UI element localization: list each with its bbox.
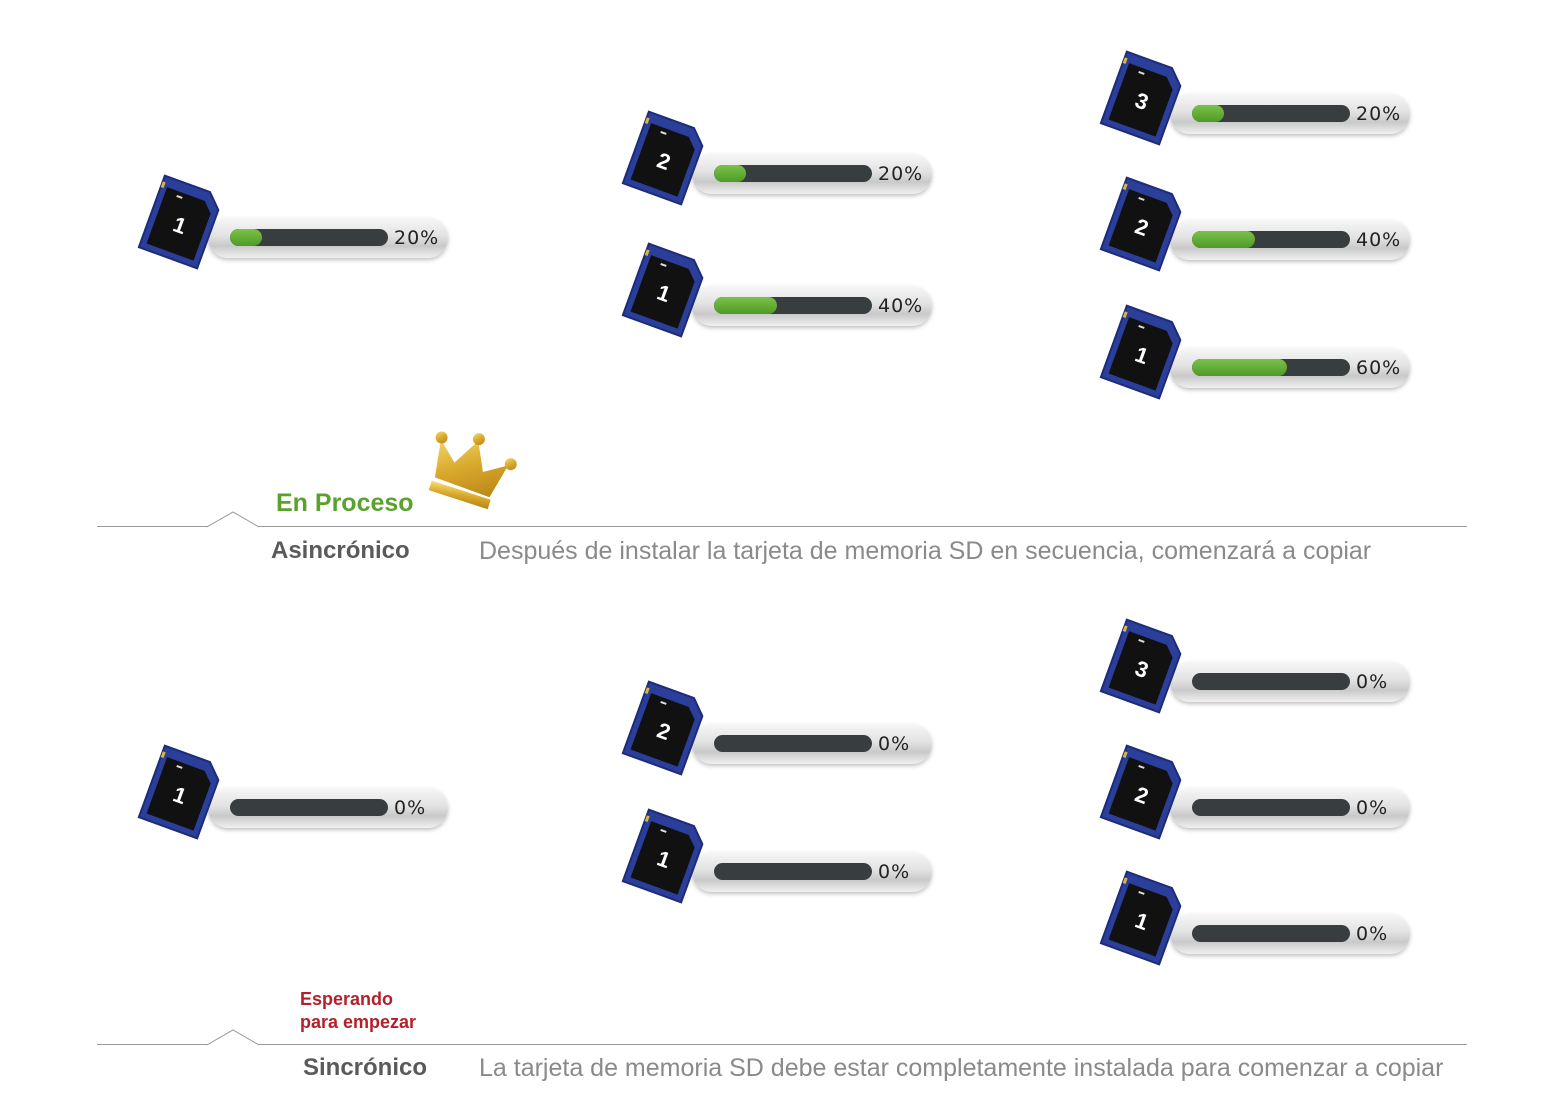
sd-card-icon: 3 [1096, 615, 1191, 718]
progress-bar [1192, 231, 1350, 248]
sd-card-number: 1 [653, 279, 674, 308]
progress-track: 20% [1170, 94, 1410, 134]
sync-divider-notch [207, 1029, 260, 1046]
progress-track: 20% [208, 218, 448, 258]
status-waiting-line1: Esperando [300, 989, 394, 1009]
async-divider-notch [207, 511, 260, 528]
progress-bar [714, 863, 872, 880]
status-in-process: En Proceso [276, 489, 414, 517]
progress-track: 0% [1170, 914, 1410, 954]
progress-fill [230, 229, 262, 246]
progress-percent: 0% [1356, 923, 1389, 945]
progress-percent: 0% [878, 861, 911, 883]
sd-card-icon: 2 [618, 107, 713, 210]
progress-track: 60% [1170, 348, 1410, 388]
sd-card-number: 2 [1131, 213, 1152, 242]
progress-percent: 20% [1356, 103, 1402, 125]
sd-card-number: 1 [169, 211, 190, 240]
sd-card-number: 1 [653, 845, 674, 874]
progress-fill [1192, 359, 1287, 376]
sd-card-icon: 1 [618, 239, 713, 342]
progress-bar [1192, 673, 1350, 690]
sd-card-icon: 1 [1096, 301, 1191, 404]
status-waiting: Esperando para empezar [300, 988, 416, 1034]
sync-mode-description: La tarjeta de memoria SD debe estar comp… [479, 1054, 1444, 1082]
progress-bar [1192, 799, 1350, 816]
progress-percent: 20% [394, 227, 440, 249]
progress-track: 40% [692, 286, 932, 326]
progress-bar [230, 799, 388, 816]
progress-percent: 60% [1356, 357, 1402, 379]
sd-card-number: 2 [653, 147, 674, 176]
sd-card-number: 3 [1131, 655, 1152, 684]
async-divider [97, 526, 1467, 527]
progress-percent: 0% [878, 733, 911, 755]
progress-bar [1192, 359, 1350, 376]
sd-card-number: 2 [1131, 781, 1152, 810]
sd-card-icon: 2 [1096, 173, 1191, 276]
progress-percent: 0% [1356, 671, 1389, 693]
sd-card-icon: 2 [618, 677, 713, 780]
sd-card-icon: 2 [1096, 741, 1191, 844]
sd-card-number: 2 [653, 717, 674, 746]
sd-card-number: 1 [1131, 907, 1152, 936]
progress-bar [230, 229, 388, 246]
sync-mode-label: Sincrónico [303, 1054, 428, 1081]
progress-bar [714, 297, 872, 314]
sd-card-icon: 1 [1096, 867, 1191, 970]
progress-track: 40% [1170, 220, 1410, 260]
crown-icon [420, 428, 520, 523]
progress-fill [1192, 231, 1256, 248]
progress-bar [1192, 925, 1350, 942]
progress-track: 0% [208, 788, 448, 828]
status-waiting-line2: para empezar [300, 1012, 417, 1032]
sd-card-number: 1 [1131, 341, 1152, 370]
progress-fill [714, 165, 746, 182]
progress-track: 0% [1170, 662, 1410, 702]
progress-percent: 0% [1356, 797, 1389, 819]
sd-card-icon: 1 [618, 805, 713, 908]
sd-card-number: 1 [169, 781, 190, 810]
async-mode-description: Después de instalar la tarjeta de memori… [479, 537, 1372, 565]
progress-fill [1192, 105, 1224, 122]
progress-track: 20% [692, 154, 932, 194]
async-mode-label: Asincrónico [271, 537, 410, 564]
sd-card-number: 3 [1131, 87, 1152, 116]
progress-percent: 40% [878, 295, 924, 317]
sd-card-icon: 1 [134, 741, 229, 844]
sd-card-icon: 3 [1096, 47, 1191, 150]
progress-bar [714, 165, 872, 182]
sync-divider [97, 1044, 1467, 1045]
progress-percent: 20% [878, 163, 924, 185]
progress-bar [1192, 105, 1350, 122]
progress-percent: 40% [1356, 229, 1402, 251]
progress-fill [714, 297, 778, 314]
progress-percent: 0% [394, 797, 427, 819]
progress-bar [714, 735, 872, 752]
progress-track: 0% [692, 724, 932, 764]
progress-track: 0% [1170, 788, 1410, 828]
sd-card-icon: 1 [134, 171, 229, 274]
progress-track: 0% [692, 852, 932, 892]
